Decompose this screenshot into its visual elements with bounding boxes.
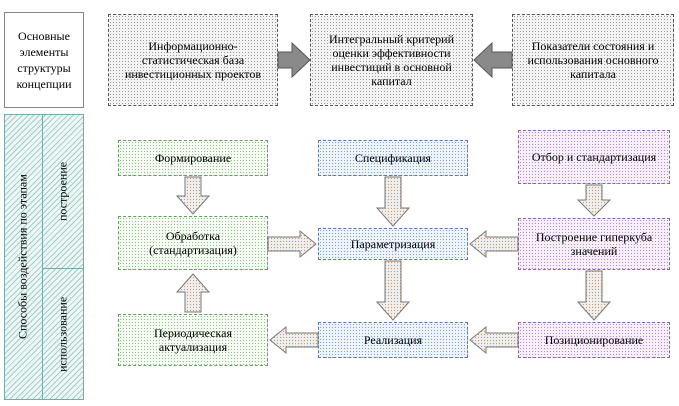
formation-box: Формирование [118,140,268,176]
positioning-box: Позиционирование [518,322,670,358]
block-arrow-icon [175,176,211,215]
parametrization-box: Параметризация [318,228,468,260]
methods-divider-vertical [42,114,43,400]
methods-panel [4,114,84,400]
integral-criterion-text: Интегральный критерий оценки эффективнос… [328,32,455,88]
selection-box: Отбор и стандартизация [518,130,670,184]
block-arrow-icon [473,41,513,79]
info-base-text: Информационно-статистическая база инвест… [124,39,262,81]
specification-text: Спецификация [354,151,432,165]
realization-box: Реализация [318,322,468,358]
block-arrow-icon [269,325,319,355]
block-arrow-icon [576,270,612,321]
periodic-text: Периодическая актуализация [153,326,233,354]
block-arrow-icon [576,184,612,217]
specification-box: Спецификация [318,140,468,176]
formation-text: Формирование [154,151,232,165]
realization-text: Реализация [363,333,423,347]
block-arrow-icon [469,325,519,355]
periodic-box: Периодическая актуализация [118,314,268,366]
info-base-box: Информационно-статистическая база инвест… [108,14,278,106]
block-arrow-icon [277,41,311,79]
methods-divider-horizontal [42,268,84,269]
hypercube-box: Построение гиперкуба значений [518,218,670,270]
selection-text: Отбор и стандартизация [531,150,657,164]
block-arrow-icon [469,229,519,259]
capital-indicators-box: Показатели состояния и использования осн… [512,14,674,106]
parametrization-text: Параметризация [350,237,436,251]
concept-elements-label: Основные элементы структуры концепции [4,12,84,108]
positioning-text: Позиционирование [544,333,644,347]
block-arrow-icon [267,229,317,259]
block-arrow-icon [375,176,411,227]
hypercube-text: Построение гиперкуба значений [535,230,653,258]
processing-text: Обработка (стандартизация) [149,229,237,257]
integral-criterion-box: Интегральный критерий оценки эффективнос… [310,14,473,106]
block-arrow-icon [175,273,211,313]
concept-elements-text: Основные элементы структуры концепции [16,29,72,91]
processing-box: Обработка (стандартизация) [118,216,268,270]
block-arrow-icon [375,260,411,321]
capital-indicators-text: Показатели состояния и использования осн… [527,39,659,81]
